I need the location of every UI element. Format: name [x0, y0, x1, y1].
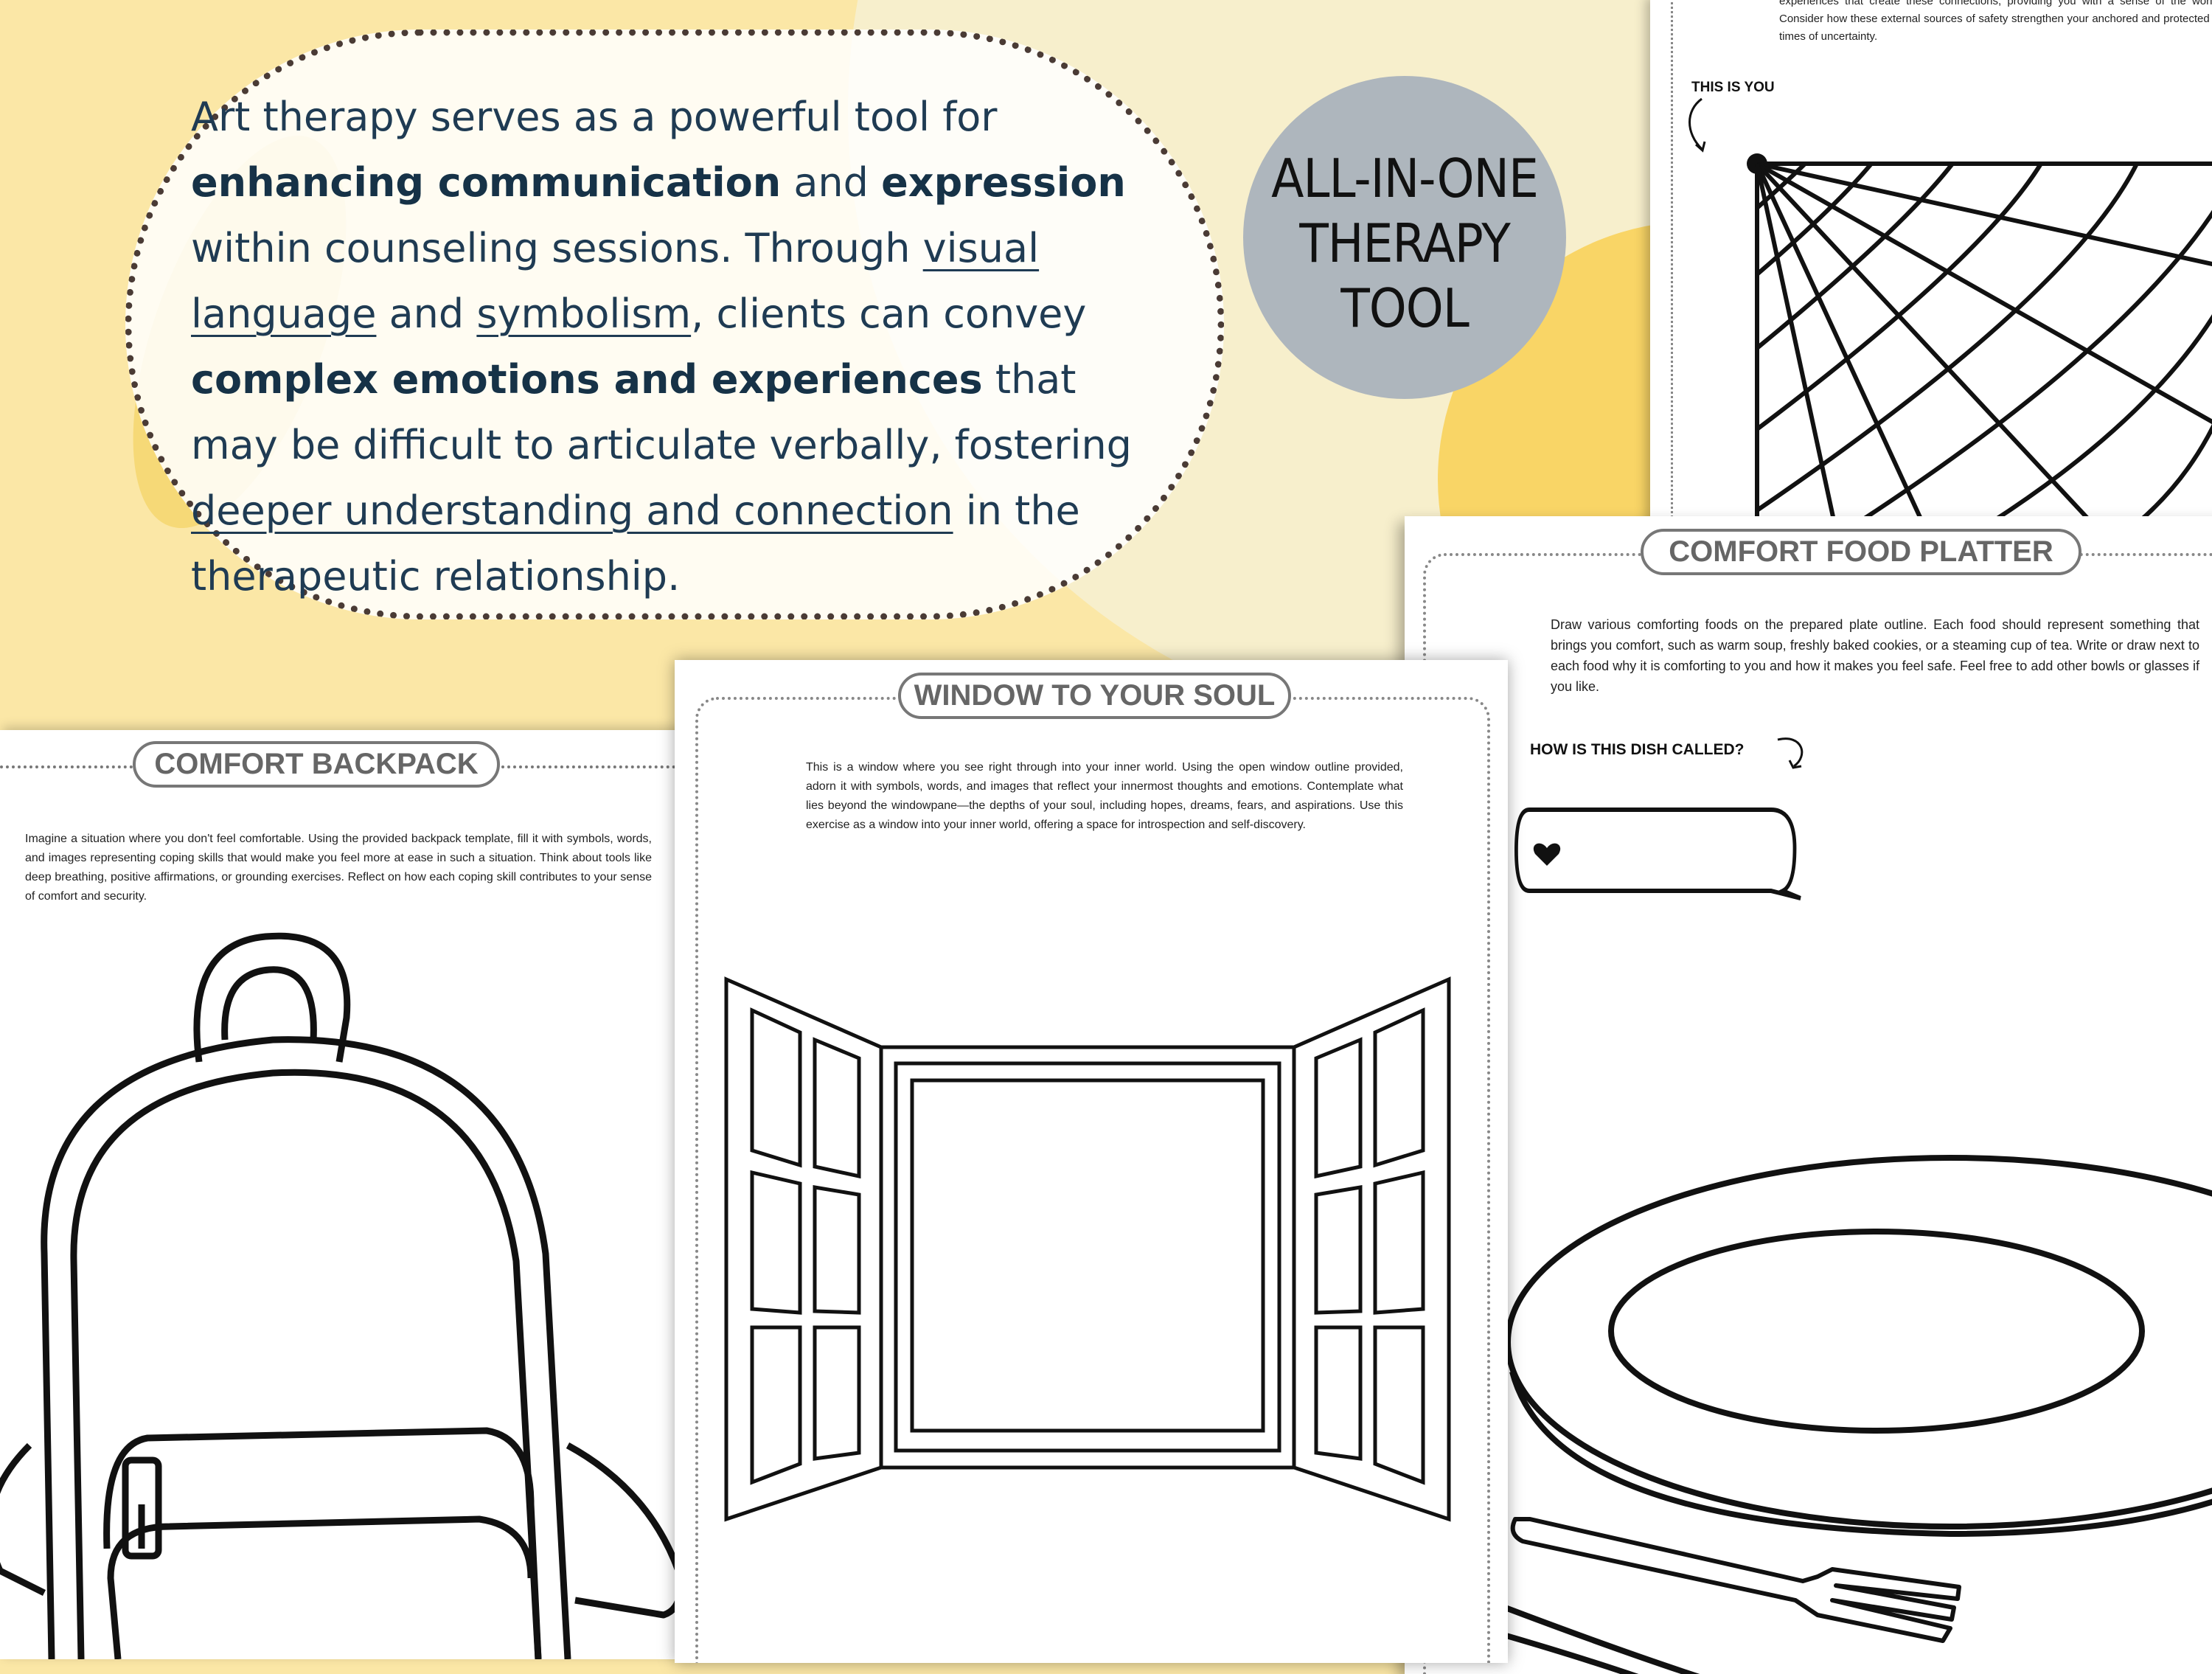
food-sheet-text: Draw various comforting foods on the pre… [1551, 617, 2199, 694]
intro-line-4: , clients can convey [691, 291, 1087, 337]
spider-web-drawing [1747, 153, 2212, 524]
intro-paragraph: Art therapy serves as a powerful tool fo… [191, 84, 1172, 609]
backpack-drawing [0, 932, 684, 1659]
intro-bubble: Art therapy serves as a powerful tool fo… [125, 29, 1224, 619]
this-is-you-label: THIS IS YOU [1691, 80, 1775, 95]
badge-line-3: TOOL [1340, 277, 1470, 339]
curved-arrow-icon [1688, 97, 1706, 153]
dish-name-question: HOW IS THIS DISH CALLED? [1530, 741, 1745, 758]
intro-and-2: and [376, 291, 477, 337]
backpack-sheet-text: Imagine a situation where you don't feel… [25, 833, 652, 903]
intro-line-5: that may be difficult to articulate verb… [191, 356, 1132, 468]
badge-text: ALL-IN-ONE THERAPY TOOL [1243, 146, 1566, 341]
plate-drawing [1493, 1155, 2212, 1674]
intro-bold-communication: enhancing communication [191, 159, 782, 206]
all-in-one-badge: ALL-IN-ONE THERAPY TOOL [1243, 76, 1566, 399]
comfort-backpack-worksheet: COMFORT BACKPACK Imagine a situation whe… [0, 730, 693, 1659]
badge-line-1: ALL-IN-ONE [1271, 147, 1539, 209]
window-sheet-text: This is a window where you see right thr… [806, 761, 1403, 831]
web-worksheet: experiences that create these connection… [1650, 0, 2212, 524]
window-sheet-title: WINDOW TO YOUR SOUL [898, 673, 1291, 719]
intro-underline-visual-language: visual language [191, 225, 1040, 337]
backpack-sheet-title: COMFORT BACKPACK [133, 741, 500, 788]
backpack-sheet-dotted-line-right [501, 765, 693, 768]
backpack-sheet-dotted-line-left [0, 765, 133, 768]
comfort-food-worksheet: COMFORT FOOD PLATTER Draw various comfor… [1405, 516, 2212, 1674]
intro-line-3: within counseling sessions. Through [191, 225, 923, 271]
dish-name-speech-bubble[interactable] [1512, 804, 1806, 907]
fork-icon [1510, 1517, 1961, 1643]
curved-arrow-icon [1777, 737, 1804, 769]
intro-line-7: in the therapeutic relationship. [191, 487, 1080, 600]
web-sheet-text: experiences that create these connection… [1779, 0, 2212, 43]
intro-underline-symbolism: symbolism [476, 291, 692, 337]
intro-underline-deeper-understanding: deeper understanding and connection [191, 487, 953, 534]
intro-line-1: Art therapy serves as a powerful tool fo… [191, 94, 998, 140]
badge-line-2: THERAPY [1299, 212, 1511, 274]
intro-bold-complex-emotions: complex emotions and experiences [191, 356, 983, 403]
intro-bold-expression: expression [881, 159, 1126, 206]
window-to-your-soul-worksheet: WINDOW TO YOUR SOUL This is a window whe… [675, 660, 1508, 1663]
food-sheet-title: COMFORT FOOD PLATTER [1641, 529, 2081, 575]
intro-and: and [781, 159, 882, 206]
web-sheet-border [1671, 0, 1679, 524]
open-window-drawing [724, 976, 1451, 1522]
